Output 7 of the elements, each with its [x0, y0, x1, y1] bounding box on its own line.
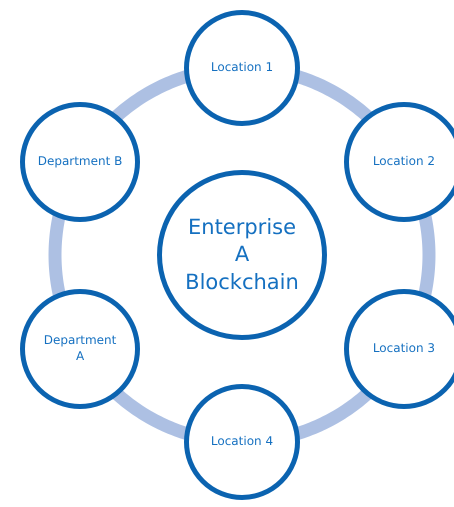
node-label: Location 1 — [210, 60, 274, 76]
node-label: Location 3 — [372, 340, 436, 356]
node-label: Location 4 — [210, 434, 274, 450]
node-label: Enterprise A Blockchain — [184, 214, 300, 296]
node-label: Location 2 — [372, 154, 436, 170]
node-label: Department A — [42, 332, 118, 364]
node-label: Department B — [36, 154, 124, 170]
